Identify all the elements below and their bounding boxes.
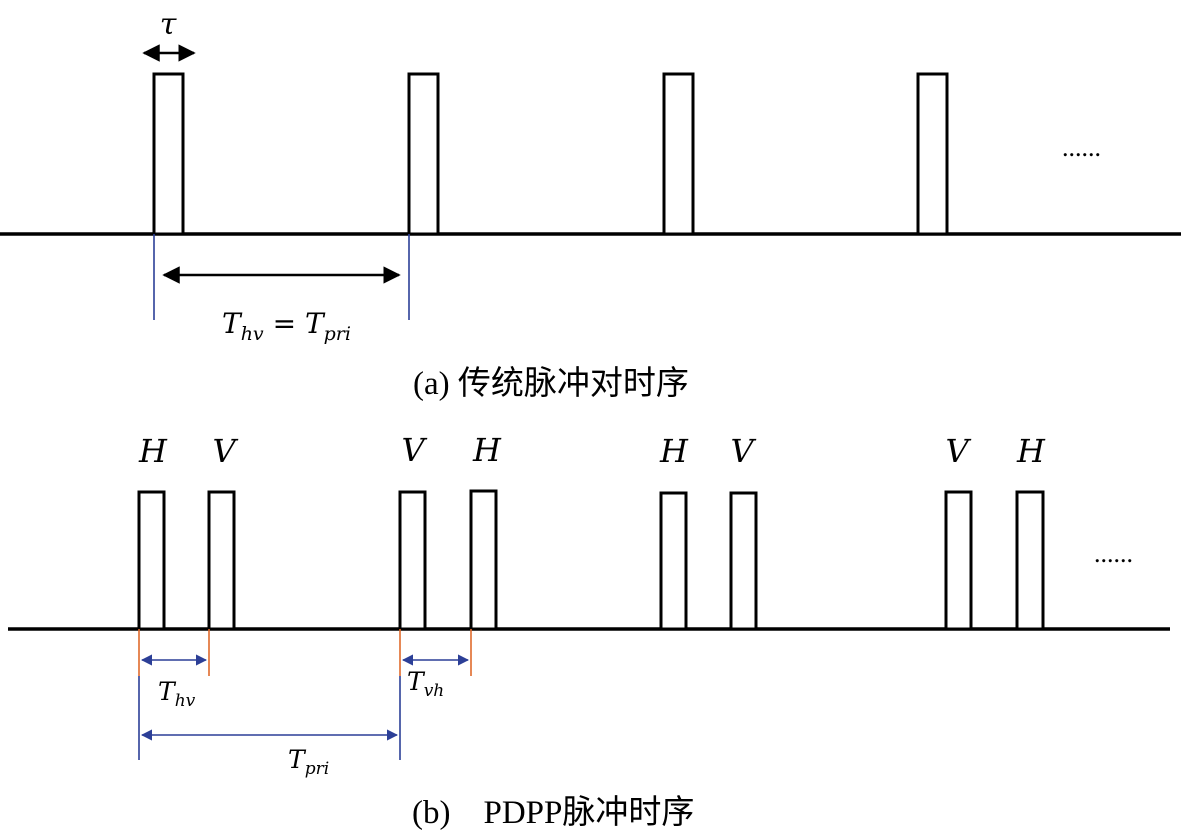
panel-b-pulse-h	[137, 490, 166, 631]
panel-a-pulse-1	[152, 72, 185, 236]
panel-a-pulse-3	[662, 72, 695, 236]
pulse-label-h: H	[659, 432, 689, 470]
panel-b-caption: (b) PDPP脉冲时序	[412, 794, 694, 831]
tau-label: τ	[160, 7, 177, 42]
panel-b-ellipsis: ......	[1094, 539, 1133, 568]
panel-a-ellipsis: ......	[1062, 133, 1101, 162]
panel-a-pulse-4	[916, 72, 949, 236]
panel-b-pulse-h	[659, 491, 688, 631]
panel-b-pulse-v	[207, 490, 236, 631]
pulse-label-v: V	[212, 432, 238, 470]
panel-a-pulse-2	[407, 72, 440, 236]
pulse-label-v: V	[945, 432, 971, 470]
pulse-label-v: V	[730, 432, 756, 470]
panel-b-pulse-v	[729, 491, 758, 631]
panel-b-pulse-v	[944, 490, 973, 631]
pulse-label-v: V	[401, 431, 427, 469]
panel-a-caption: (a) 传统脉冲对时序	[413, 365, 689, 402]
tpri-label: Tpri	[288, 745, 329, 779]
panel-b: H V V H H V V H Thv Tvh Tpri ...... (b) …	[8, 431, 1170, 831]
tvh-label: Tvh	[407, 667, 444, 701]
pulse-label-h: H	[472, 431, 502, 469]
thv-label: Thv	[158, 677, 196, 711]
panel-a-period-label: Thv = Tpri	[222, 307, 351, 345]
panel-b-pulse-v	[398, 490, 427, 631]
panel-a: τ Thv = Tpri ...... (a) 传统脉冲对时序	[0, 7, 1181, 402]
pulse-label-h: H	[138, 432, 168, 470]
panel-b-pulse-h	[469, 489, 498, 631]
pulse-label-h: H	[1016, 432, 1046, 470]
panel-b-pulse-h	[1015, 490, 1045, 631]
